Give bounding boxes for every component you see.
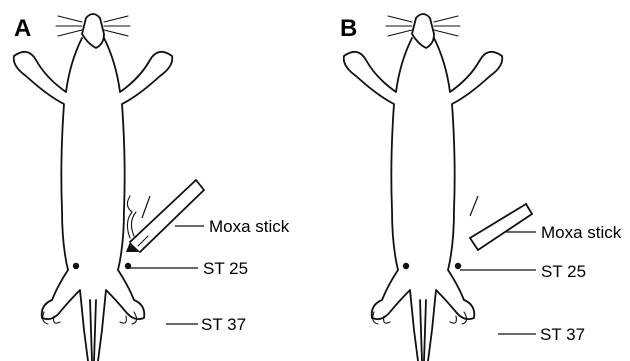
moxa-stick-label-b: Moxa stick (541, 223, 622, 242)
st37-label-b: ST 37 (540, 325, 585, 344)
panel-b-label: B (340, 15, 357, 42)
rat-outline-b (344, 14, 503, 361)
moxa-stick-a (126, 180, 204, 252)
moxa-burning-tip (126, 242, 140, 252)
panel-a-label: A (14, 15, 31, 42)
moxa-stick-label-a: Moxa stick (209, 217, 290, 236)
rat-outline-a (14, 14, 173, 361)
moxa-stick-b (470, 196, 532, 250)
st25-label-b: ST 25 (541, 262, 586, 281)
panel-a: A Moxa stick ST 25 ST 37 (14, 14, 290, 361)
st25-label-a: ST 25 (203, 259, 248, 278)
smoke-wisp-icon (127, 196, 132, 238)
panel-b: B Moxa stick ST 25 ST 37 (340, 14, 622, 361)
st37-label-a: ST 37 (201, 315, 246, 334)
